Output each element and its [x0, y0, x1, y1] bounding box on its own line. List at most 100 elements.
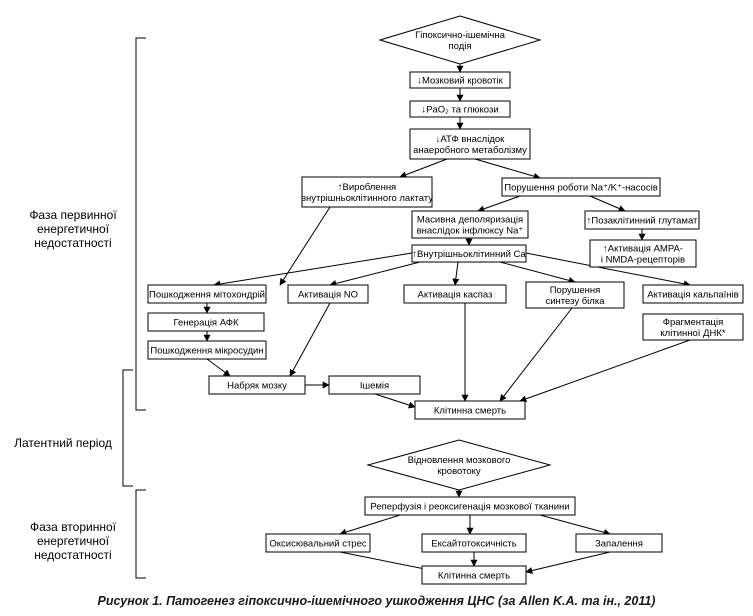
node-label: ↑Внутрішньоклітинний Ca [412, 249, 526, 260]
flow-arrow [525, 252, 691, 288]
flow-arrow [289, 302, 331, 377]
node-label: Ішемія [360, 381, 389, 392]
node-shape [301, 176, 433, 208]
node-napump: Порушення роботи Na⁺/K⁺-насосів [501, 177, 661, 197]
node-inflam: Запалення [575, 533, 663, 553]
node-label: Активація NO [298, 290, 358, 301]
node-micro: Пошкодження мікросудин [147, 340, 267, 360]
flow-arrow [474, 158, 541, 180]
flow-arrow [279, 206, 331, 286]
node-shape [589, 239, 697, 268]
flow-arrow [499, 261, 576, 284]
node-label: Клітинна смерть [434, 406, 506, 417]
node-label: Фрагментація [663, 317, 724, 328]
node-shape [364, 496, 576, 516]
node-label: Відновлення мозкового [408, 455, 511, 466]
node-label: ↑Вироблення [338, 182, 396, 193]
node-shape [409, 100, 511, 118]
flow-arrow [589, 195, 626, 212]
node-label: внаслідок інфлюксу Na⁺ [417, 226, 524, 237]
node-label: ↓PaO₂ та глюкози [421, 105, 498, 116]
node-shape [409, 128, 531, 160]
node-shape [642, 313, 744, 341]
node-label: Масивна деполяризація [417, 215, 523, 226]
primary-phase-bracket [135, 37, 146, 411]
node-shape [575, 533, 663, 553]
flow-arrow [525, 551, 611, 574]
flow-arrow [329, 261, 421, 287]
node-ischemia: Ішемія [328, 375, 421, 395]
node-oxstress: Оксисювальний стрес [265, 533, 371, 553]
node-shape [409, 71, 511, 89]
node-label: Пошкодження мітохондрій [149, 290, 265, 301]
flow-arrow [339, 514, 401, 536]
node-shape [411, 244, 527, 263]
node-label: клітинної ДНК* [660, 328, 725, 339]
flow-arrow [499, 307, 573, 402]
node-shape [378, 15, 542, 65]
node-label: Пошкодження мікросудин [150, 346, 263, 357]
node-label: Реперфузія і реоксигенація мозкової ткан… [370, 502, 569, 513]
node-shape [208, 375, 306, 395]
node-shape [147, 284, 267, 304]
node-shape [287, 284, 369, 304]
phase-label-secondary: Фаза вторинної енергетичної недостатност… [30, 520, 116, 562]
node-label: Клітинна смерть [438, 571, 510, 582]
node-label: Активація каспаз [418, 290, 493, 301]
node-shape [147, 340, 267, 360]
node-shape [421, 565, 527, 585]
node-caspase: Активація каспаз [403, 284, 507, 304]
node-shape [265, 533, 371, 553]
node-label: ↑Активація AMPA- [603, 244, 683, 255]
phase-brackets [122, 37, 146, 579]
node-label: і NMDA-рецепторів [601, 255, 685, 266]
node-shape [642, 284, 744, 304]
node-label: Порушення роботи Na⁺/K⁺-насосів [504, 183, 658, 194]
flow-arrow [374, 393, 416, 409]
node-label: Генерація АФК [173, 318, 238, 329]
flow-arrow [399, 158, 448, 179]
node-shape [411, 210, 529, 239]
node-shape [414, 400, 526, 420]
latent-phase-bracket [122, 369, 133, 487]
node-mito: Пошкодження мітохондрій [147, 284, 267, 304]
node-label: анаеробного метаболізму [413, 145, 527, 156]
node-reperf: Реперфузія і реоксигенація мозкової ткан… [364, 496, 576, 516]
flow-arrow [519, 339, 691, 403]
figure-caption: Рисунок 1. Патогенез гіпоксично-ішемічно… [97, 594, 656, 608]
node-shape [366, 439, 552, 491]
secondary-phase-bracket [135, 489, 146, 579]
node-death1: Клітинна смерть [414, 400, 526, 420]
phase-label-primary: Фаза первинної енергетичної недостатност… [29, 208, 117, 250]
node-bloodflow: ↓Мозковий кровотік [409, 71, 511, 89]
flow-arrow [339, 551, 431, 573]
node-label: Порушення [550, 285, 601, 296]
flow-arrow [539, 514, 611, 536]
node-label: Гіпоксично-ішемічна [415, 30, 505, 41]
node-pao2: ↓PaO₂ та глюкози [409, 100, 511, 118]
flow-arrow [213, 252, 413, 288]
node-calpain: Активація кальпаїнів [642, 284, 744, 304]
node-shape [403, 284, 507, 304]
node-label: ↓АТФ внаслідок [436, 134, 506, 145]
node-death2: Клітинна смерть [421, 565, 527, 585]
node-shape [328, 375, 421, 395]
node-shape [584, 210, 700, 230]
node-shape [421, 533, 527, 553]
node-label: Оксисювальний стрес [269, 539, 366, 550]
node-glutamate: ↑Позаклітинний глутамат [584, 210, 700, 230]
node-label: ↓Мозковий кровотік [417, 76, 503, 87]
node-ca: ↑Внутрішньоклітинний Ca [411, 244, 527, 263]
node-ampa: ↑Активація AMPA-і NMDA-рецепторів [589, 239, 697, 268]
flow-arrows [203, 64, 691, 574]
flow-arrow [452, 261, 460, 286]
node-label: внутрішньоклітинного лактату [301, 193, 433, 204]
flow-arrow [477, 195, 521, 213]
node-shape [525, 281, 625, 309]
